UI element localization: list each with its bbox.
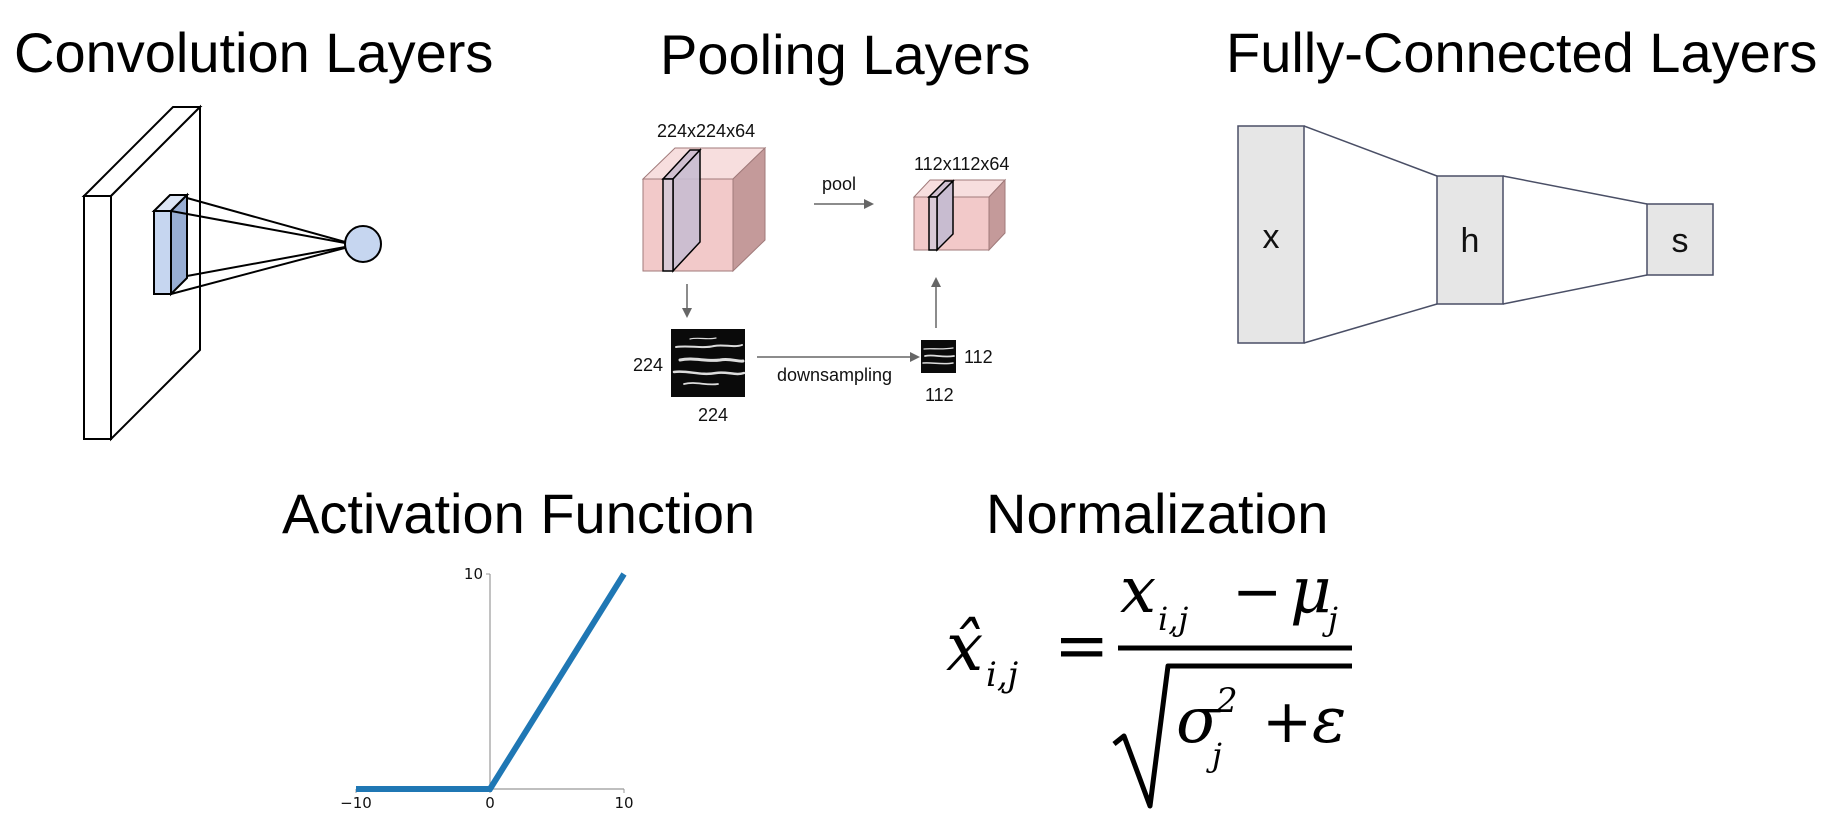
formula-numerator-x: x: [1120, 554, 1156, 628]
fc-label-s: s: [1672, 222, 1689, 260]
activation-title: Activation Function: [282, 482, 755, 545]
convolution-diagram: [81, 104, 382, 442]
conv-connection-line: [170, 210, 357, 246]
normalization-title: Normalization: [986, 482, 1328, 545]
pool-input-image: [671, 329, 745, 397]
pool-output-volume: [912, 178, 1007, 252]
formula-epsilon: ε: [1312, 684, 1346, 758]
conv-connection-line: [170, 244, 357, 295]
downsampling-label: downsampling: [777, 365, 892, 385]
fully-connected-diagram: x h s: [1237, 125, 1714, 344]
pool-input-height: 224: [633, 355, 663, 375]
formula-lhs-subscript: i,j: [986, 655, 1019, 695]
conv-volume-front: [83, 195, 112, 440]
convolution-title: Convolution Layers: [14, 21, 493, 84]
formula-mu: μ: [1290, 554, 1332, 628]
formula-lhs-x-hat: x̂: [946, 609, 983, 686]
relu-series-line: [356, 572, 627, 792]
downsampling-arrow-head: [910, 352, 920, 362]
fully-connected-title: Fully-Connected Layers: [1226, 21, 1817, 84]
x-tick-label: −10: [340, 794, 372, 812]
pool-output-dims: 112x112x64: [914, 154, 1009, 174]
pool-output-slice: [927, 179, 955, 252]
fc-connection-line: [1303, 303, 1438, 344]
fc-connection-line: [1502, 274, 1648, 305]
relu-chart: −10 0 10 10: [340, 565, 633, 812]
fc-label-x: x: [1263, 218, 1280, 256]
x-tick-label: 10: [614, 794, 633, 812]
conv-output-neuron: [344, 225, 382, 263]
pool-output-height: 112: [964, 347, 993, 367]
formula-sigma-superscript: 2: [1215, 681, 1238, 721]
pool-arrow-head: [864, 199, 874, 209]
fc-connection-line: [1303, 125, 1438, 177]
pool-input-dims: 224x224x64: [657, 121, 755, 141]
formula-equals: =: [1054, 607, 1109, 684]
y-tick-label: 10: [464, 565, 483, 583]
fc-connection-line: [1502, 175, 1648, 205]
pool-input-image-texture: [672, 337, 746, 386]
conv-filter-side: [170, 192, 188, 297]
formula-plus: +: [1262, 687, 1312, 757]
x-tick-label: 0: [485, 794, 495, 812]
normalization-formula: x̂ i,j = x i,j − μ j σ j 2 + ε: [946, 554, 1352, 809]
formula-sqrt-sign: [1112, 663, 1352, 809]
fc-layer-s: [1646, 203, 1714, 276]
formula-sigma: σ: [1176, 684, 1222, 758]
pool-output-image-texture: [922, 347, 955, 365]
formula-minus: −: [1232, 557, 1282, 627]
fc-layer-h: [1436, 175, 1504, 305]
pool-output-width: 112: [925, 385, 954, 405]
pool-input-width: 224: [698, 405, 728, 425]
fc-layer-x: [1237, 125, 1305, 344]
conv-connection-line: [186, 197, 357, 246]
pool-label: pool: [822, 174, 856, 194]
pool-down-arrow-head: [682, 308, 692, 318]
pooling-title: Pooling Layers: [660, 23, 1030, 86]
pooling-diagram: 224x224x64 pool 112x112x64: [633, 121, 1009, 425]
conv-connection-line: [186, 244, 357, 277]
pool-input-volume: [641, 146, 767, 273]
conv-filter-front: [153, 210, 172, 295]
fc-label-h: h: [1461, 222, 1480, 260]
pool-input-slice: [661, 148, 702, 273]
formula-numerator-subscript: i,j: [1158, 600, 1188, 638]
pool-up-arrow-head: [931, 277, 941, 287]
